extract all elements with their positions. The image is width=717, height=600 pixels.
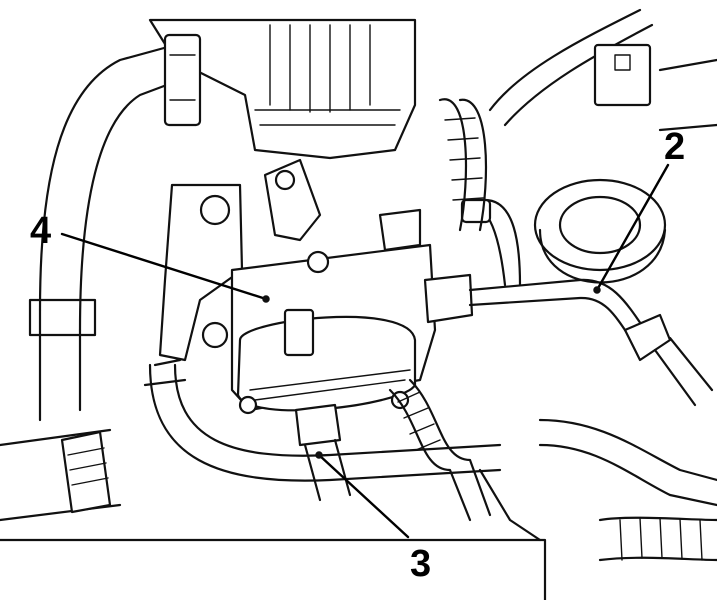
top-right-harness [488, 8, 717, 132]
lower-left-pipe [143, 358, 502, 482]
left-coolant-hose [28, 33, 202, 422]
lower-thick-hose [0, 428, 122, 522]
leader-dot-3 [315, 451, 323, 459]
right-boot [533, 178, 667, 284]
leader-line-2 [595, 163, 670, 292]
leader-dot-2 [593, 286, 601, 294]
callout-label-4: 4 [30, 210, 52, 252]
callout-label-3: 3 [410, 543, 432, 585]
left-bracket [158, 183, 244, 362]
vacuum-line-upper [460, 198, 714, 407]
leader-line-3 [317, 453, 410, 539]
right-lower-hose [538, 418, 717, 562]
corrugated-loom [388, 98, 542, 542]
leader-line-4 [60, 232, 268, 301]
frame-bottom-line [0, 538, 547, 600]
vacuum-hose-lower [294, 403, 352, 502]
vacuum-pump-body [230, 158, 474, 415]
callout-label-2: 2 [664, 126, 686, 168]
leader-dot-4 [262, 295, 270, 303]
